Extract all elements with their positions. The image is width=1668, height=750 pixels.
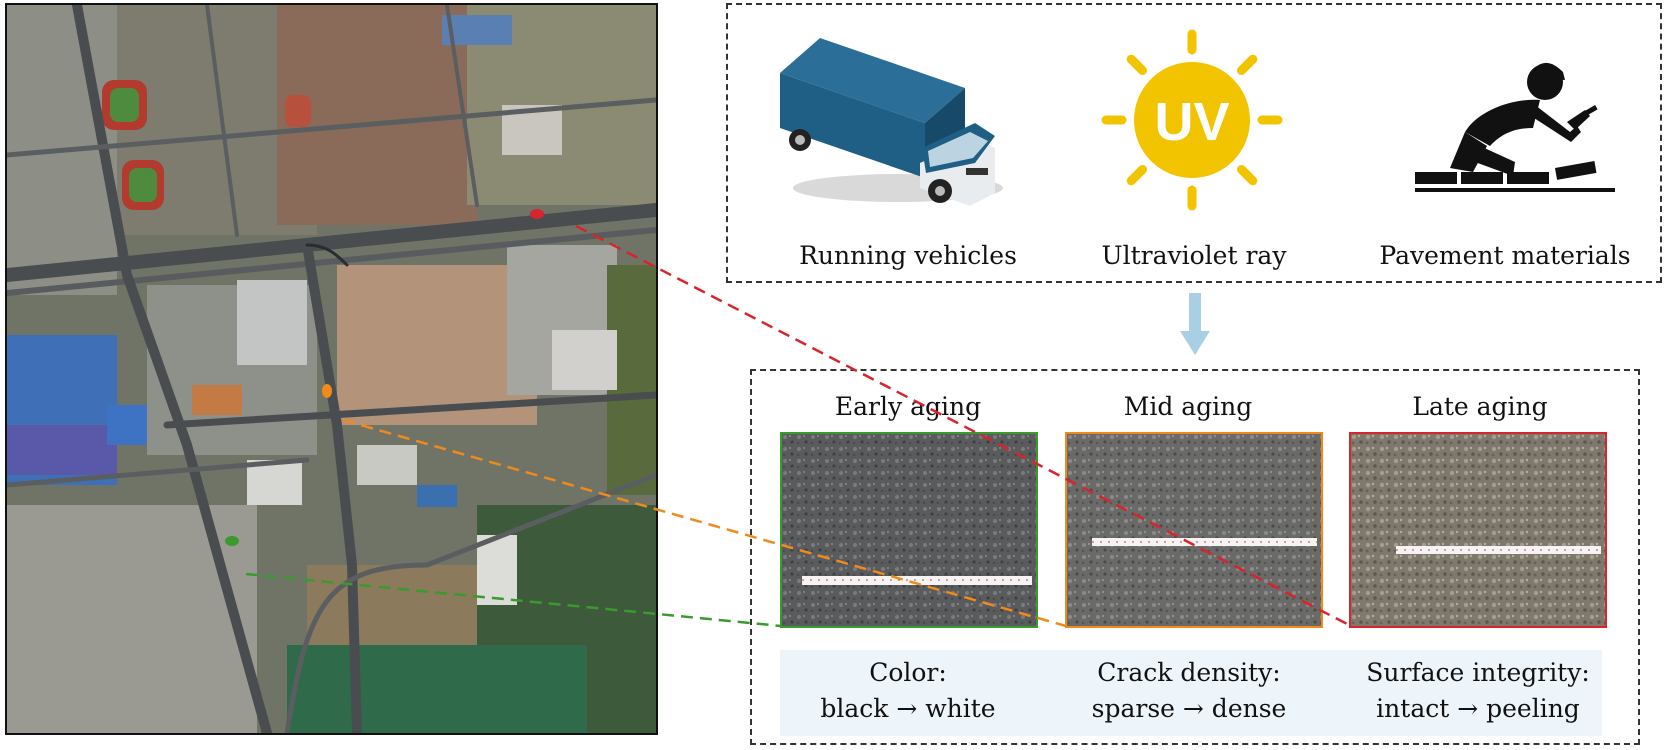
late-aging-photo xyxy=(1349,432,1607,628)
description-color-change: black → white xyxy=(820,694,996,723)
mid-aging-photo xyxy=(1065,432,1323,628)
early-aging-connector xyxy=(245,572,782,628)
early-aging-photo xyxy=(780,432,1038,628)
stage-title-late: Late aging xyxy=(1412,392,1548,421)
satellite-image xyxy=(7,5,656,733)
description-color: Color: black → white xyxy=(763,655,1053,727)
factor-label-ultraviolet-ray: Ultraviolet ray xyxy=(1101,241,1287,270)
sun-ray xyxy=(1126,54,1148,76)
factor-label-pavement-materials: Pavement materials xyxy=(1379,241,1631,270)
description-surface-integrity-change: intact → peeling xyxy=(1376,694,1580,723)
sun-ray xyxy=(1126,164,1148,186)
late-aging-connector xyxy=(575,224,1352,628)
sun-ray xyxy=(1236,164,1258,186)
stage-title-mid: Mid aging xyxy=(1123,392,1253,421)
sun-ray xyxy=(1236,54,1258,76)
factor-label-running-vehicles: Running vehicles xyxy=(799,241,1017,270)
stage-title-early: Early aging xyxy=(834,392,982,421)
down-arrow-icon xyxy=(1180,293,1210,355)
description-crack-density: Crack density: sparse → dense xyxy=(1044,655,1334,727)
uv-label: UV xyxy=(1154,92,1229,152)
uv-sun-icon: UV xyxy=(1101,29,1283,211)
mid-aging-connector xyxy=(342,418,1067,628)
description-crack-density-title: Crack density: xyxy=(1097,658,1281,687)
truck-icon xyxy=(780,38,1003,206)
satellite-map xyxy=(5,3,658,735)
description-crack-density-change: sparse → dense xyxy=(1091,694,1287,723)
mid-aging-marker xyxy=(322,384,332,398)
description-surface-integrity-title: Surface integrity: xyxy=(1366,658,1590,687)
late-aging-marker xyxy=(530,209,544,219)
description-color-title: Color: xyxy=(869,658,947,687)
description-surface-integrity: Surface integrity: intact → peeling xyxy=(1333,655,1623,727)
early-aging-marker xyxy=(225,536,239,546)
paving-worker-icon xyxy=(1415,62,1615,192)
description-band xyxy=(780,650,1602,736)
